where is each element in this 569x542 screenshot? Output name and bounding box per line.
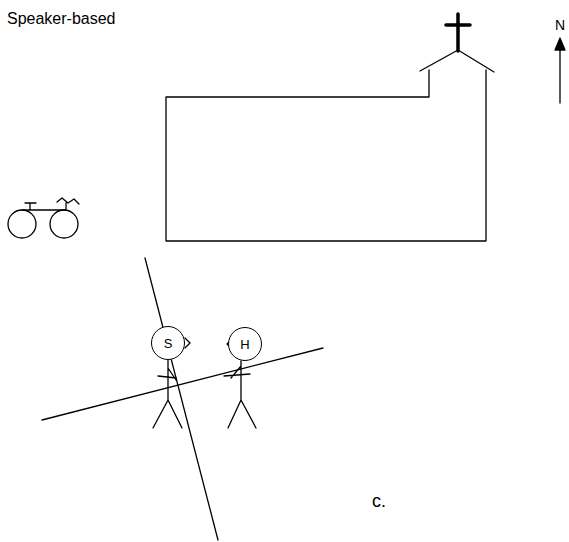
person-letter: H bbox=[240, 338, 249, 351]
head-circle: S bbox=[151, 326, 185, 360]
speaker-axis-line bbox=[42, 348, 323, 420]
church-roof bbox=[420, 50, 494, 72]
label: N bbox=[555, 17, 565, 33]
bicycle-wheel bbox=[8, 210, 36, 238]
head-circle: H bbox=[228, 327, 262, 361]
label-text: c. bbox=[372, 491, 386, 511]
church-outline bbox=[166, 70, 486, 241]
label: c. bbox=[372, 491, 386, 512]
church-cross bbox=[446, 14, 470, 51]
title-text: Speaker-based bbox=[7, 10, 116, 27]
bicycle-wheel bbox=[50, 210, 78, 238]
label-text: N bbox=[555, 17, 565, 33]
bicycle-frame bbox=[22, 198, 79, 210]
speaker-body bbox=[153, 360, 182, 428]
north-arrowhead bbox=[555, 38, 565, 50]
figure-title: Speaker-based bbox=[7, 10, 116, 28]
north-arrow bbox=[559, 42, 560, 103]
speaker-axis-line bbox=[145, 258, 218, 540]
speaker-nose bbox=[185, 338, 190, 348]
person-letter: S bbox=[164, 337, 173, 350]
hearer-body bbox=[224, 361, 256, 428]
